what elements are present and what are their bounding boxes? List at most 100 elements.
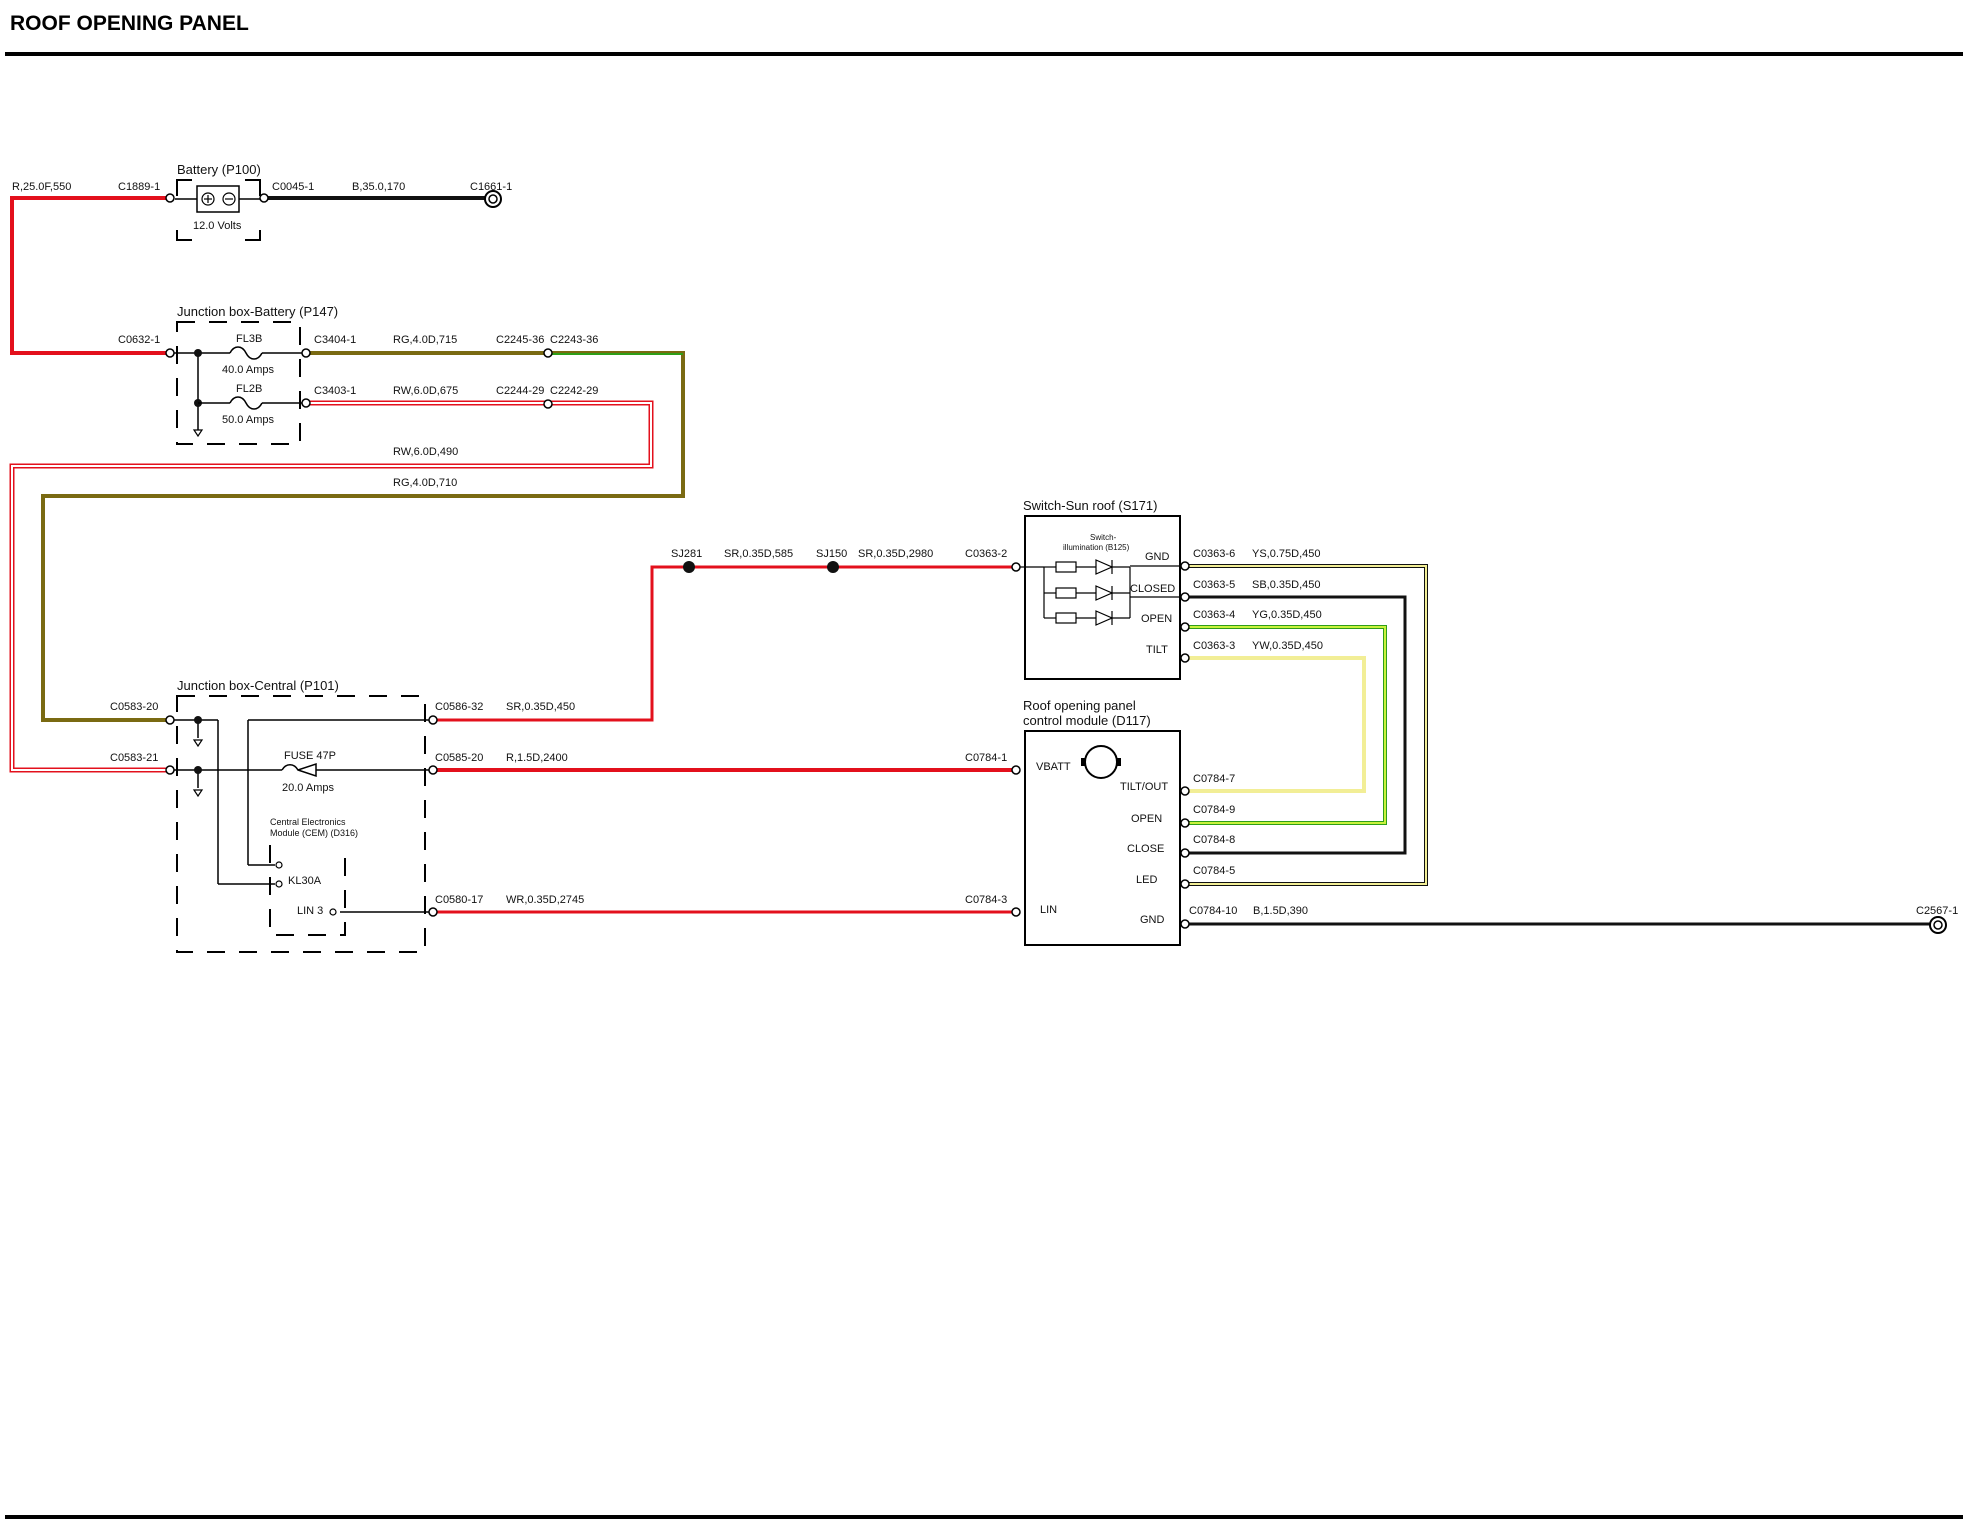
ground-c1661-icon [484, 190, 502, 208]
connector-label: C0784-5 [1193, 865, 1235, 877]
wire-label: B,35.0,170 [352, 181, 405, 193]
motor-icon [1084, 745, 1118, 779]
module-pin-lin: LIN [1040, 904, 1057, 916]
cem-pin-kl30a: KL30A [288, 875, 322, 887]
splice-sj281 [683, 561, 695, 573]
resistor-icon [1055, 612, 1077, 624]
internal-ground-icon [192, 789, 204, 798]
connector-label: C0583-20 [110, 701, 158, 713]
connector-label: C0363-3 [1193, 640, 1235, 652]
connector-pin [165, 193, 175, 203]
module-pin-tilt-out: TILT/OUT [1120, 781, 1168, 793]
module-pin-led: LED [1136, 874, 1157, 886]
wire-label: SR,0.35D,2980 [858, 548, 933, 560]
connector-label: C2245-36 [496, 334, 544, 346]
connector-labels: C1889-1 C0045-1 C1661-1 C0632-1 C3404-1 … [110, 181, 1958, 917]
switch-pin-gnd: GND [1145, 551, 1170, 563]
wire-rw-core [11, 402, 652, 771]
wire-r25 [10, 196, 170, 355]
wire-label: RW,6.0D,675 [393, 385, 458, 397]
battery-minus-terminal [222, 192, 236, 206]
battery-plus-terminal [201, 192, 215, 206]
wire-label: SB,0.35D,450 [1252, 579, 1321, 591]
wire-label: RG,4.0D,715 [393, 334, 457, 346]
connector-label: C0363-2 [965, 548, 1007, 560]
splice-sj150 [827, 561, 839, 573]
splice-label: SJ150 [816, 548, 847, 560]
battery-bracket-top [176, 179, 261, 196]
led-icon [1095, 585, 1114, 601]
cem-outline [269, 845, 346, 936]
internal-ground-icon [192, 739, 204, 748]
ground-c2567-icon [1929, 916, 1947, 934]
inline-connector-icon [543, 399, 553, 409]
connector-label: C2567-1 [1916, 905, 1958, 917]
fuse-fl2b-label: FL2B [236, 383, 262, 395]
connector-label: C1889-1 [118, 181, 160, 193]
module-label-line2: control module (D117) [1023, 713, 1151, 728]
wire-ys [1185, 565, 1427, 885]
connector-label: C0784-3 [965, 894, 1007, 906]
wire-label: R,1.5D,2400 [506, 752, 568, 764]
internal-ground-icon [192, 429, 204, 438]
connector-label: C0586-32 [435, 701, 483, 713]
connector-label: C2242-29 [550, 385, 598, 397]
junction-box-battery-outline [176, 321, 301, 445]
fuse-fl3b-icon [229, 346, 263, 360]
junction-box-central-label: Junction box-Central (P101) [177, 678, 339, 693]
wire-yg [1185, 626, 1386, 824]
inline-connector-icon [543, 348, 553, 358]
junction-box-central: Junction box-Central (P101) FUSE 47P 20.… [165, 678, 438, 953]
switch-illum-line2: illumination (B125) [1063, 543, 1130, 552]
switch-sun-roof: Switch-Sun roof (S171) Switch- illuminat… [1011, 498, 1190, 680]
fuse-fl2b-icon [229, 396, 263, 410]
battery-rating: 12.0 Volts [193, 220, 242, 232]
connector-label: C0784-8 [1193, 834, 1235, 846]
wire-label: YG,0.35D,450 [1252, 609, 1322, 621]
wire-label: YW,0.35D,450 [1252, 640, 1323, 652]
fuse-fl3b-rating: 40.0 Amps [222, 364, 274, 376]
switch-pin-tilt: TILT [1146, 644, 1168, 656]
fuse-47p-icon [281, 762, 317, 778]
wire-label: RG,4.0D,710 [393, 477, 457, 489]
wire-label: YS,0.75D,450 [1252, 548, 1321, 560]
connector-label: C1661-1 [470, 181, 512, 193]
module-pin-close: CLOSE [1127, 843, 1164, 855]
fuse-fl3b-label: FL3B [236, 333, 262, 345]
connector-label: C0784-7 [1193, 773, 1235, 785]
connector-label: C3404-1 [314, 334, 356, 346]
module-label-line1: Roof opening panel [1023, 698, 1136, 713]
cem-pin-lin3: LIN 3 [297, 905, 323, 917]
wire-sb [1185, 595, 1407, 855]
wire-yw [1185, 656, 1366, 793]
led-icon [1095, 559, 1114, 575]
wire-group [9, 196, 1930, 926]
connector-label: C0585-20 [435, 752, 483, 764]
wire-label: R,25.0F,550 [12, 181, 71, 193]
connector-label: C0784-9 [1193, 804, 1235, 816]
switch-pin-closed: CLOSED [1130, 583, 1175, 595]
switch-label: Switch-Sun roof (S171) [1023, 498, 1157, 513]
resistor-icon [1055, 561, 1077, 573]
connector-label: C0632-1 [118, 334, 160, 346]
module-pin-gnd: GND [1140, 914, 1165, 926]
connector-label: C0580-17 [435, 894, 483, 906]
splice-label: SJ281 [671, 548, 702, 560]
fuse-47p-rating: 20.0 Amps [282, 782, 334, 794]
fuse-47p-label: FUSE 47P [284, 750, 336, 762]
connector-label: C3403-1 [314, 385, 356, 397]
switch-pin-open: OPEN [1141, 613, 1172, 625]
cem-label-line2: Module (CEM) (D316) [270, 828, 358, 838]
connector-label: C0583-21 [110, 752, 158, 764]
wire-label: WR,0.35D,2745 [506, 894, 584, 906]
junction-box-central-outline [176, 695, 426, 953]
battery-label: Battery (P100) [177, 162, 261, 177]
connector-pin [259, 193, 269, 203]
wire-label: SR,0.35D,450 [506, 701, 575, 713]
switch-led-row [1044, 610, 1114, 626]
switch-led-row [1044, 559, 1130, 575]
led-icon [1095, 610, 1114, 626]
cem-label-line1: Central Electronics [270, 817, 346, 827]
junction-box-battery-label: Junction box-Battery (P147) [177, 304, 338, 319]
